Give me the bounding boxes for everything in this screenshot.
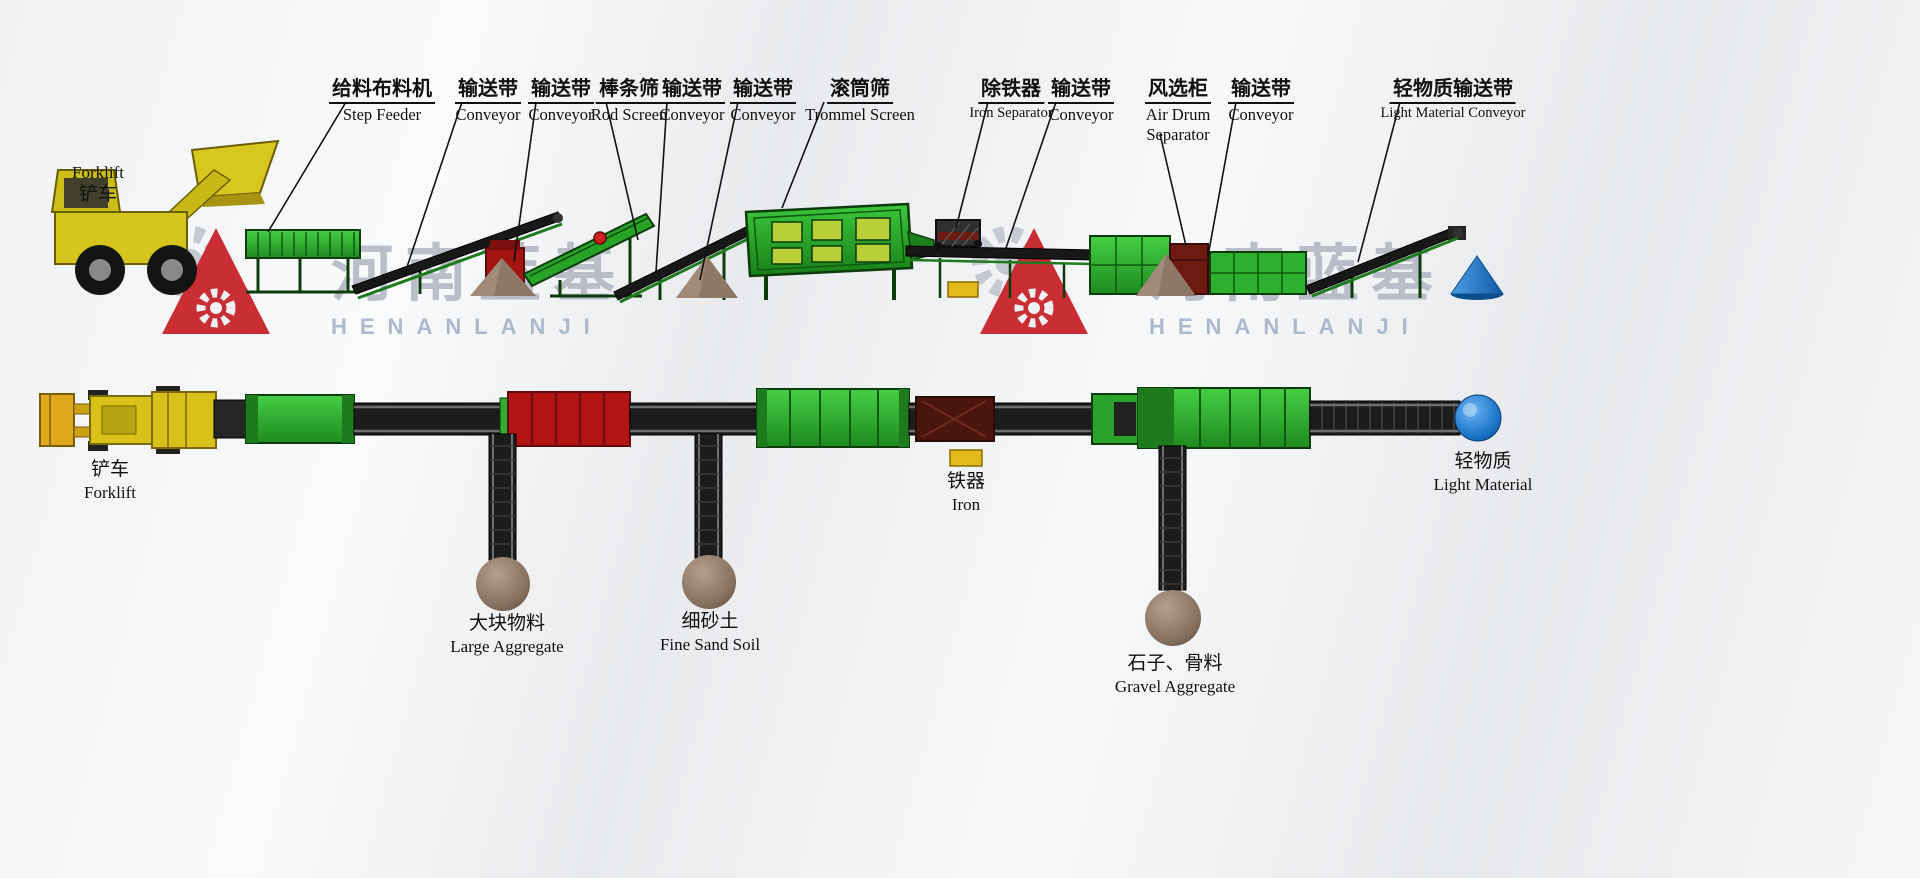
label-conveyor-1: 输送带 Conveyor: [455, 78, 521, 124]
label-forklift-side: Forklift 铲车: [72, 162, 124, 207]
light-material-cone: [1450, 255, 1504, 300]
drop-conveyor-gravel: [1145, 445, 1201, 646]
step-feeder-machine: [245, 229, 361, 294]
label-conveyor-5: 输送带 Conveyor: [1048, 78, 1114, 124]
forklift-side-en: Forklift: [72, 163, 124, 182]
label-light-material: 轻物质 Light Material: [1433, 451, 1533, 494]
conveyor-3-machine: [905, 245, 1097, 298]
label-gravel-aggregate: 石子、骨料 Gravel Aggregate: [1114, 653, 1236, 696]
label-forklift-plan: 铲车 Forklift: [84, 459, 136, 502]
light-material-sphere: [1454, 394, 1502, 442]
brand-name-en: HENANLANJI: [331, 314, 603, 339]
brand-name-en: HENANLANJI: [1149, 314, 1421, 339]
forklift-plan-machine: [39, 386, 217, 454]
callout-lines: [267, 101, 1401, 281]
label-large-aggregate: 大块物料 Large Aggregate: [450, 613, 564, 656]
forklift-side-machine: [50, 139, 280, 295]
label-step-feeder: 给料布料机 Step Feeder: [329, 78, 435, 124]
light-material-conveyor-machine: [1305, 226, 1466, 298]
air-drum-separator-machine: [1089, 235, 1307, 296]
aggregate-pile-2: [676, 256, 738, 298]
label-trommel-screen: 滚筒筛 Trommel Screen: [805, 78, 915, 124]
forklift-side-zh: 铲车: [78, 184, 118, 206]
drop-conveyor-large-aggregate: [476, 433, 530, 611]
label-conveyor-3: 输送带 Conveyor: [659, 78, 725, 124]
label-iron-output: 铁器 Iron: [946, 471, 986, 514]
aggregate-pile-1: [470, 258, 536, 296]
label-fine-sand-soil: 细砂土 Fine Sand Soil: [659, 611, 761, 654]
label-iron-separator: 除铁器 Iron Separator: [969, 78, 1053, 121]
label-rod-screen: 棒条筛 Rod Screen: [590, 78, 668, 124]
label-conveyor-6: 输送带 Conveyor: [1228, 78, 1294, 124]
label-air-drum-separator: 风选柜 Air Drum Separator: [1145, 78, 1211, 145]
label-conveyor-4: 输送带 Conveyor: [730, 78, 796, 124]
plan-line: [213, 387, 1470, 467]
drop-conveyor-fine-sand: [682, 433, 736, 609]
label-conveyor-2: 输送带 Conveyor: [528, 78, 594, 124]
label-light-material-conveyor: 轻物质输送带 Light Material Conveyor: [1380, 78, 1526, 121]
trommel-screen-machine: [744, 202, 935, 300]
